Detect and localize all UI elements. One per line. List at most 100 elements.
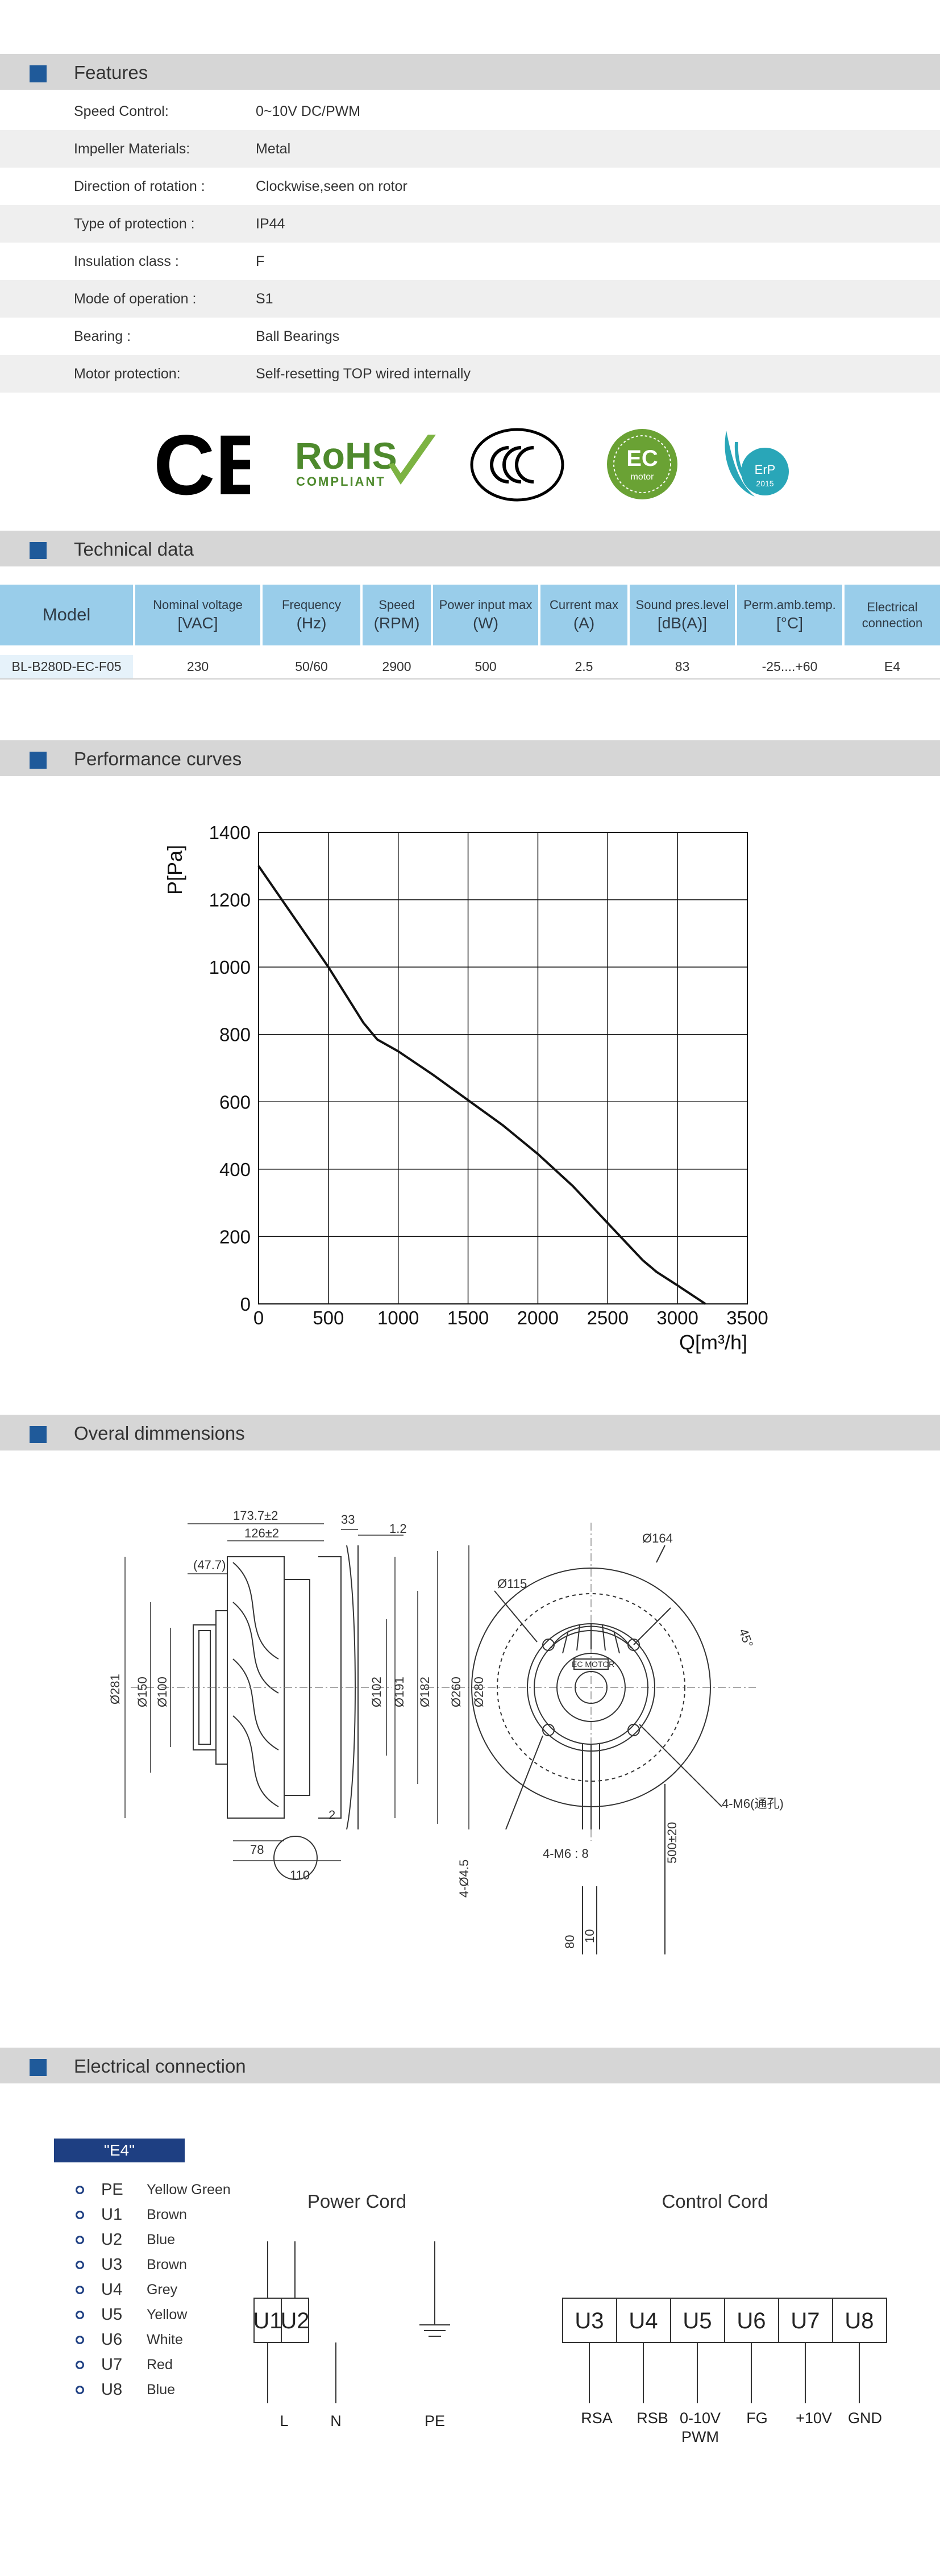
section-marker-icon (30, 752, 47, 769)
feature-row: Mode of operation : S1 (0, 280, 940, 318)
section-marker-icon (30, 65, 47, 82)
technical-section-bar: Technical data (0, 531, 940, 566)
bullet-icon (76, 2360, 84, 2369)
feature-label: Insulation class : (74, 253, 179, 269)
dim-label: 4-M6 : 8 (543, 1846, 589, 1861)
rohs-logo: RoHS COMPLIANT (295, 435, 436, 489)
terminal-label: U1 (253, 2308, 282, 2333)
table-cell: 50/60 (295, 659, 328, 674)
dim-label: Ø150 (135, 1677, 149, 1707)
wire-color: Grey (147, 2281, 178, 2298)
ce-text: CE (153, 429, 250, 503)
wire-code: U7 (101, 2355, 123, 2374)
wiring-diagram: Power Cord Control Cord (0, 2125, 940, 2466)
dim-label: Ø164 (642, 1531, 673, 1545)
electrical-section-bar: Electrical connection (0, 2048, 940, 2083)
feature-row: Direction of rotation : Clockwise,seen o… (0, 168, 940, 205)
wire-code: U5 (101, 2305, 123, 2324)
wire-code: U3 (101, 2255, 123, 2274)
wire-list-item: U5 Yellow (76, 2303, 187, 2326)
connection-badge: "E4" (54, 2139, 185, 2162)
table-header-cell: Perm.amb.temp.[°C] (737, 585, 842, 645)
section-marker-icon (30, 1426, 47, 1443)
x-tick-label: 500 (313, 1307, 344, 1328)
wire-code: PE (101, 2180, 123, 2199)
wire-end-label: L (280, 2412, 288, 2429)
bullet-icon (76, 2260, 84, 2269)
x-tick-label: 3500 (726, 1307, 768, 1328)
header-unit: (A) (573, 614, 595, 632)
dim-label: Ø260 (449, 1677, 463, 1707)
header-text: Nominal voltage (153, 598, 243, 612)
wire-color: White (147, 2331, 183, 2348)
section-title: Features (74, 62, 148, 83)
header-text: Frequency (282, 598, 341, 612)
dim-label: 10 (583, 1929, 597, 1943)
technical-table-header: Model Nominal voltage[VAC] Frequency(Hz)… (0, 585, 940, 645)
header-unit: [dB(A)] (657, 614, 708, 632)
erp-text: ErP (755, 462, 776, 477)
feature-label: Motor protection: (74, 366, 181, 382)
terminal-label: U6 (737, 2308, 766, 2333)
feature-row: Type of protection : IP44 (0, 205, 940, 243)
section-title: Technical data (74, 539, 194, 560)
header-text: Perm.amb.temp. (743, 598, 836, 612)
dim-label: 173.7±2 (233, 1508, 278, 1523)
wire-end-label-sub: PWM (681, 2428, 719, 2445)
y-tick-label: 400 (219, 1159, 251, 1180)
ccc-logo (470, 428, 564, 502)
wire-end-label: FG (746, 2410, 768, 2427)
wire-end-label: RSA (581, 2410, 613, 2427)
feature-value: Clockwise,seen on rotor (256, 178, 407, 194)
y-tick-label: 0 (240, 1294, 251, 1315)
dim-label: 1.2 (389, 1522, 407, 1536)
control-cord-title: Control Cord (662, 2191, 768, 2212)
header-text: Sound pres.level (635, 598, 729, 612)
header-unit: (Hz) (296, 614, 327, 632)
table-cell: 500 (475, 659, 497, 674)
dim-label: 2 (328, 1808, 335, 1822)
power-cord-title: Power Cord (307, 2191, 406, 2212)
wire-code: U6 (101, 2330, 123, 2349)
feature-row: Insulation class : F (0, 243, 940, 280)
table-header-cell: Sound pres.level [dB(A)] (630, 585, 735, 645)
feature-value: S1 (256, 291, 273, 307)
wire-color: Yellow Green (147, 2181, 231, 2198)
section-marker-icon (30, 542, 47, 559)
plot-frame (258, 832, 748, 1304)
dim-label: 500±20 (665, 1822, 679, 1864)
header-text: Power input max (439, 598, 533, 612)
terminal-label: U3 (575, 2308, 604, 2333)
bullet-icon (76, 2210, 84, 2219)
table-cell: 2900 (382, 659, 411, 674)
bullet-icon (76, 2385, 84, 2394)
dim-label: Ø280 (472, 1677, 486, 1707)
header-text: Model (42, 605, 91, 625)
table-cell: E4 (884, 659, 901, 674)
wire-color: Blue (147, 2381, 176, 2398)
dim-label: Ø100 (155, 1677, 169, 1707)
wire-color: Yellow (147, 2306, 188, 2323)
header-unit: connection (862, 615, 923, 630)
x-tick-label: 3000 (656, 1307, 698, 1328)
dim-label: 4-Ø4.5 (457, 1860, 471, 1898)
x-tick-label: 1500 (447, 1307, 489, 1328)
wire-end-label: RSB (637, 2410, 668, 2427)
x-tick-label: 2500 (587, 1307, 629, 1328)
wiring-diagram-svg: Power Cord Control Cord (253, 2191, 887, 2445)
wire-color: Blue (147, 2231, 176, 2248)
table-cell: 83 (675, 659, 690, 674)
section-title: Performance curves (74, 748, 242, 769)
wire-end-label: PE (425, 2412, 445, 2429)
ec-text: EC (626, 446, 658, 471)
terminal-label: U4 (629, 2308, 658, 2333)
y-tick-label: 1200 (209, 890, 251, 911)
dim-label: 80 (563, 1935, 577, 1949)
wire-color: Brown (147, 2206, 187, 2223)
feature-row: Bearing : Ball Bearings (0, 318, 940, 355)
dim-label: Ø191 (392, 1677, 406, 1707)
